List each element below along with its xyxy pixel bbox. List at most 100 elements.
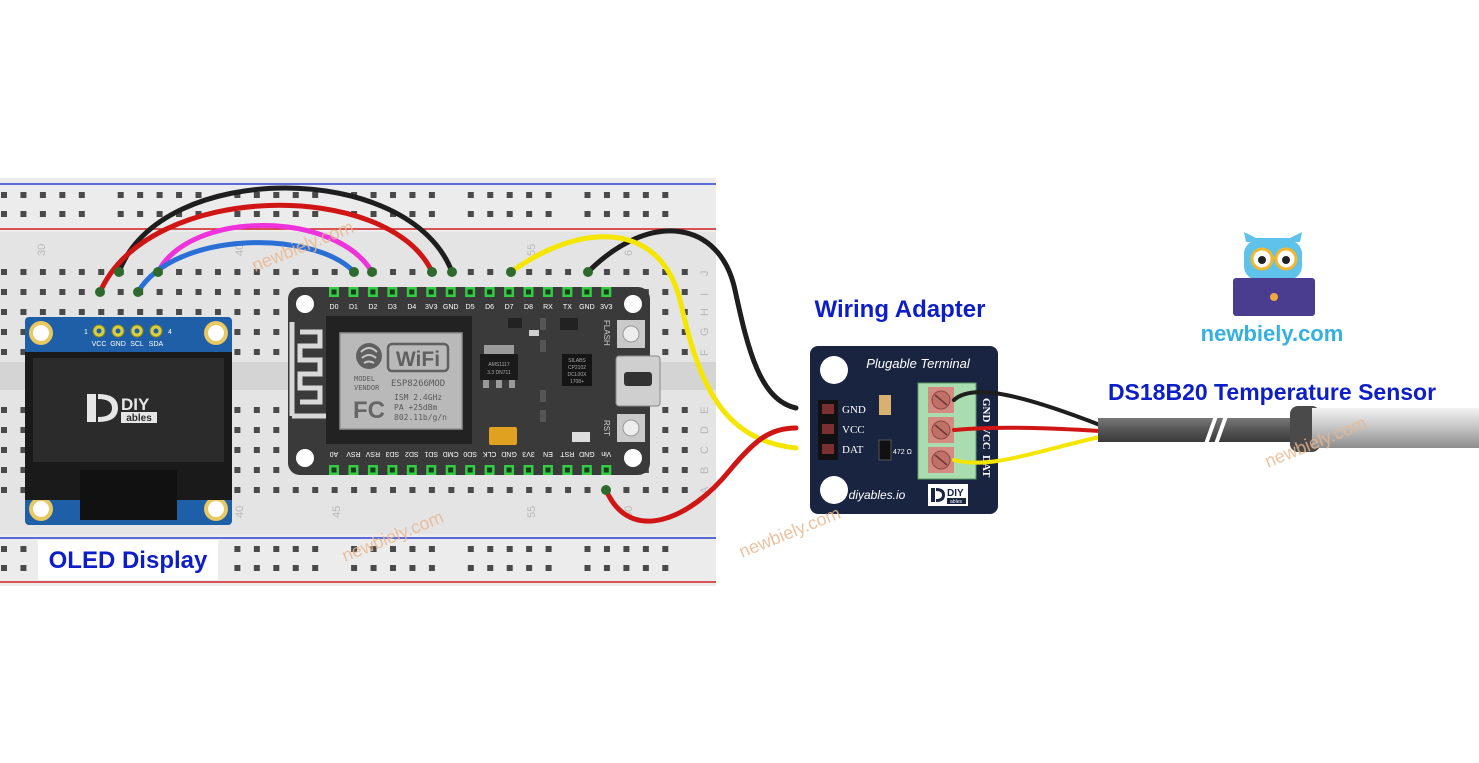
breadboard-hole	[20, 349, 27, 355]
regulator-line-1: AMS1117	[488, 362, 509, 368]
rail-hole	[370, 211, 377, 217]
esp-pin-label-top-3: D3	[388, 304, 397, 311]
breadboard-hole	[253, 467, 260, 473]
oled-display-module[interactable]: 1 4 VCC GND SCL SDA DIY ables	[25, 317, 232, 525]
rail-hole	[584, 192, 591, 198]
site-name: newbiely.com	[1201, 321, 1344, 346]
breadboard-hole	[409, 487, 416, 493]
breadboard-hole	[312, 487, 319, 493]
col-letter-a: A	[699, 486, 711, 494]
rail-hole	[467, 211, 474, 217]
rail-hole	[234, 565, 241, 571]
breadboard-hole	[642, 269, 649, 275]
adapter-pin-vcc[interactable]	[822, 424, 834, 434]
rail-hole	[428, 546, 435, 552]
esp-pin-label-top-10: D8	[524, 304, 533, 311]
rail-hole	[526, 192, 533, 198]
ds18b20-sensor[interactable]	[1098, 406, 1479, 452]
rail-hole	[1, 211, 7, 217]
esp-pin-label-top-9: D7	[505, 304, 514, 311]
rail-hole	[1, 546, 7, 552]
adapter-pin-dat[interactable]	[822, 444, 834, 454]
breadboard-hole	[253, 427, 260, 433]
rail-hole	[545, 192, 552, 198]
breadboard-hole	[331, 487, 338, 493]
rail-hole	[351, 546, 358, 552]
rail-hole	[253, 546, 260, 552]
breadboard-hole	[623, 269, 630, 275]
flash-button[interactable]	[617, 320, 645, 348]
breadboard-hole	[20, 467, 27, 473]
rail-hole	[642, 211, 649, 217]
breadboard-hole	[312, 269, 319, 275]
rail-hole	[59, 211, 66, 217]
rail-hole	[467, 565, 474, 571]
adapter-mount-hole-bottom	[820, 476, 848, 504]
rail-hole	[584, 565, 591, 571]
column-letters: J I H G F E D C B A	[699, 271, 711, 495]
rail-hole	[176, 211, 183, 217]
esp-pin-label-bottom-8: CLK	[482, 450, 496, 457]
breadboard-hole	[681, 289, 688, 295]
rail-hole	[662, 211, 669, 217]
col-letter-d: D	[699, 426, 711, 434]
rail-hole	[137, 211, 144, 217]
esp-pin-label-bottom-1: RSV	[346, 450, 361, 457]
wire-sensor-black	[952, 390, 1102, 427]
breadboard-hole	[681, 447, 688, 453]
rail-hole	[195, 192, 202, 198]
rail-hole	[526, 211, 533, 217]
esp-pin-label-bottom-2: RSV	[365, 450, 380, 457]
esp-mount-hole-tl	[296, 295, 314, 313]
usb-chip-line-3: DCL00X	[568, 372, 588, 378]
oled-pin-label-gnd: GND	[110, 341, 126, 348]
breadboard-hole	[1, 447, 7, 453]
breadboard-hole	[662, 407, 669, 413]
breadboard-hole	[662, 269, 669, 275]
breadboard-hole	[1, 289, 7, 295]
rail-hole	[603, 565, 610, 571]
rail-hole	[545, 546, 552, 552]
adapter-pin-gnd[interactable]	[822, 404, 834, 414]
esp-pin-label-top-6: GND	[443, 304, 459, 311]
breadboard-hole	[176, 269, 183, 275]
rail-hole	[603, 211, 610, 217]
breadboard-hole	[98, 269, 105, 275]
row-number-bottom-2: 40	[234, 506, 246, 518]
rail-hole	[370, 565, 377, 571]
rail-hole	[506, 192, 513, 198]
rail-hole	[370, 546, 377, 552]
breadboard-hole	[681, 467, 688, 473]
breadboard-hole	[117, 289, 124, 295]
esp-pin-label-bottom-12: RST	[560, 450, 575, 457]
esp-pin-label-top-2: D2	[368, 304, 377, 311]
esp-pin-label-top-0: D0	[330, 304, 339, 311]
rail-hole	[545, 565, 552, 571]
breadboard-hole	[59, 269, 66, 275]
adapter-logo-bottom: ables	[950, 499, 962, 505]
usb-serial-chip: SILABS CP2102 DCL00X 1708+	[562, 354, 592, 386]
rail-hole	[39, 211, 46, 217]
breadboard-hole	[39, 309, 46, 315]
rail-hole	[642, 565, 649, 571]
breadboard-hole	[137, 309, 144, 315]
oled-logo: DIY ables	[87, 394, 157, 424]
breadboard-hole	[78, 309, 85, 315]
breadboard-hole	[467, 269, 474, 275]
breadboard-hole	[681, 487, 688, 493]
rail-hole	[137, 192, 144, 198]
row-number-bottom-4: 55	[526, 506, 538, 518]
breadboard-hole	[428, 487, 435, 493]
esp-pin-label-bottom-10: 3V3	[522, 450, 535, 457]
wiring-adapter[interactable]: Plugable Terminal GND VCC DAT 472 Ω GND …	[810, 346, 998, 514]
rail-hole	[584, 211, 591, 217]
reset-button[interactable]	[617, 414, 645, 442]
esp-pin-label-bottom-13: GND	[579, 450, 595, 457]
row-number-top-2: 40	[234, 244, 246, 256]
adapter-pin-label-dat: DAT	[842, 444, 864, 456]
breadboard-hole	[273, 309, 280, 315]
esp-mount-hole-br	[624, 449, 642, 467]
breadboard-hole	[487, 487, 494, 493]
watermark-3: newbiely.com	[736, 503, 843, 562]
